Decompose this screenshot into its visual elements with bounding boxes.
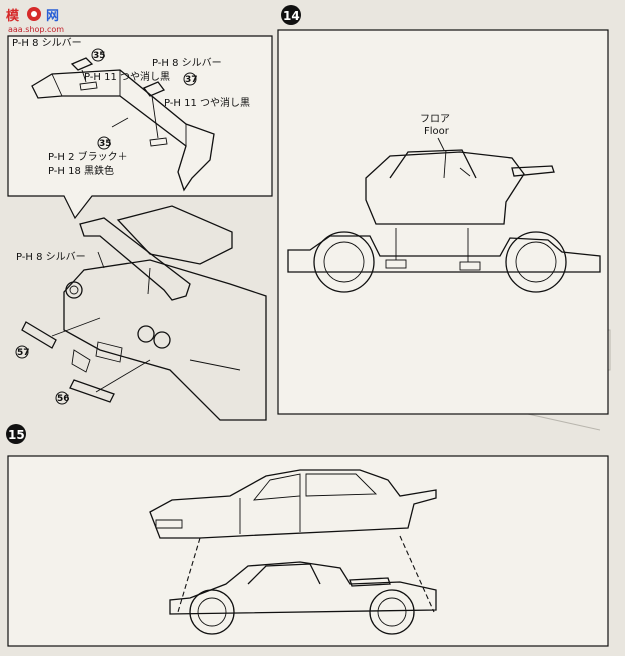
label-matte-black-right: P-H 11 つや消し黒 — [164, 96, 250, 109]
part-57-number: 57 — [17, 348, 30, 358]
left-tail-light-outer — [65, 281, 83, 299]
step-14-badge — [281, 5, 301, 25]
rear-wing — [79, 217, 191, 301]
part-35-bottom-circle — [97, 136, 111, 150]
floor-label-en: Floor — [424, 126, 450, 137]
step-15-panel: 15 — [6, 424, 609, 647]
car-rear-drawing: P-H 8 シルバー 57 56 — [15, 205, 267, 421]
watermark-url: aaa.shop.com — [8, 25, 64, 34]
label-black-plus: P-H 2 ブラック＋ — [48, 150, 128, 163]
label-silver-top: P-H 8 シルバー — [12, 37, 82, 49]
step-14-frame — [277, 29, 609, 415]
label-silver-right: P-H 8 シルバー — [152, 57, 222, 69]
part-37-circle — [183, 72, 197, 86]
watermark-char-right: 网 — [46, 9, 59, 24]
floor-label-jp: フロア — [420, 114, 450, 125]
part-35-top-shape — [70, 57, 94, 71]
watermark-char-left: 模 — [6, 8, 20, 24]
right-tail-light-1 — [137, 325, 155, 343]
part-35-top-number: 35 — [93, 51, 106, 61]
wing-detail-panel: P-H 8 シルバー 35 P-H 11 つや消し黒 P-H 8 シルバー 37… — [7, 35, 273, 220]
label-silver-rear: P-H 8 シルバー — [16, 251, 86, 263]
step-14-number: 14 — [283, 9, 300, 23]
part-57-circle — [15, 345, 29, 359]
part-35-bottom-number: 35 — [99, 139, 112, 149]
rear-wheel — [505, 231, 567, 293]
part-56-circle — [55, 391, 69, 405]
part-35-top-circle — [91, 48, 105, 62]
step-15-number: 15 — [8, 428, 25, 442]
step-15-badge — [6, 424, 26, 444]
watermark-flower-center — [31, 11, 37, 17]
right-tail-light-2 — [153, 331, 171, 349]
floor-tub — [365, 151, 525, 225]
part-56-number: 56 — [57, 394, 70, 404]
part-37-shape — [142, 81, 166, 97]
label-matte-black-left: P-H 11 つや消し黒 — [84, 70, 170, 83]
part-57-shape — [21, 321, 57, 349]
step-15-frame — [7, 455, 609, 647]
license-plate — [95, 341, 123, 363]
rear-window — [116, 205, 233, 265]
lower-front-wheel — [189, 589, 235, 635]
label-gunmetal: P-H 18 黒鉄色 — [48, 164, 114, 177]
front-wheel — [313, 231, 375, 293]
left-tail-light-inner — [69, 285, 79, 295]
lower-chassis — [169, 561, 437, 615]
lower-rear-wheel — [369, 589, 415, 635]
part-56-shape — [69, 379, 115, 403]
step-14-panel: 14 フロア Floor — [277, 5, 609, 415]
watermark-logo: 模 网 aaa.shop.com — [6, 7, 64, 34]
full-body — [149, 469, 437, 539]
car-body — [63, 259, 267, 421]
part-37-number: 37 — [185, 75, 198, 85]
